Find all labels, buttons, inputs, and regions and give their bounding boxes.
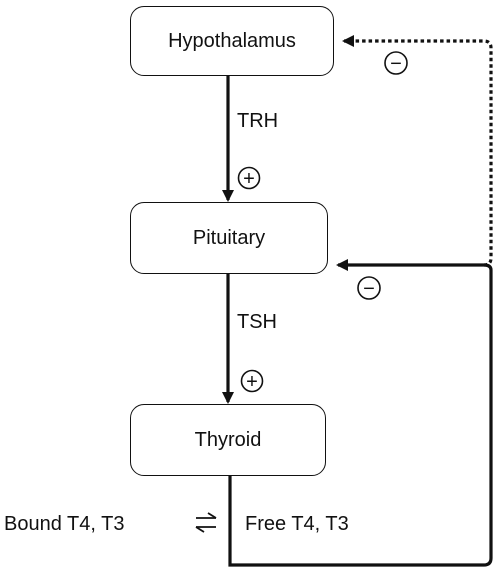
equilibrium-arrows xyxy=(195,512,217,533)
pituitary-label: Pituitary xyxy=(192,226,266,249)
bound-hormone-label: Bound T4, T3 xyxy=(4,513,125,535)
stimulate-sign-trh: + xyxy=(237,166,261,190)
svg-text:−: − xyxy=(363,278,375,300)
hypothalamus-label: Hypothalamus xyxy=(168,29,296,52)
svg-text:+: + xyxy=(246,371,258,393)
svg-text:+: + xyxy=(243,168,255,190)
pituitary-node: Pituitary xyxy=(130,202,328,274)
svg-text:−: − xyxy=(390,53,402,75)
thyroid-node: Thyroid xyxy=(130,404,326,476)
inhibit-sign-hypothalamus: − xyxy=(384,51,408,75)
hypothalamus-node: Hypothalamus xyxy=(130,6,334,76)
stimulate-sign-tsh: + xyxy=(240,369,264,393)
tsh-label: TSH xyxy=(237,311,277,333)
edge-feedback-thyroid-to-hypothalamus xyxy=(342,35,493,267)
inhibit-sign-pituitary: − xyxy=(357,276,381,300)
thyroid-label: Thyroid xyxy=(194,428,262,451)
trh-label: TRH xyxy=(237,110,279,132)
free-hormone-label: Free T4, T3 xyxy=(245,513,349,535)
